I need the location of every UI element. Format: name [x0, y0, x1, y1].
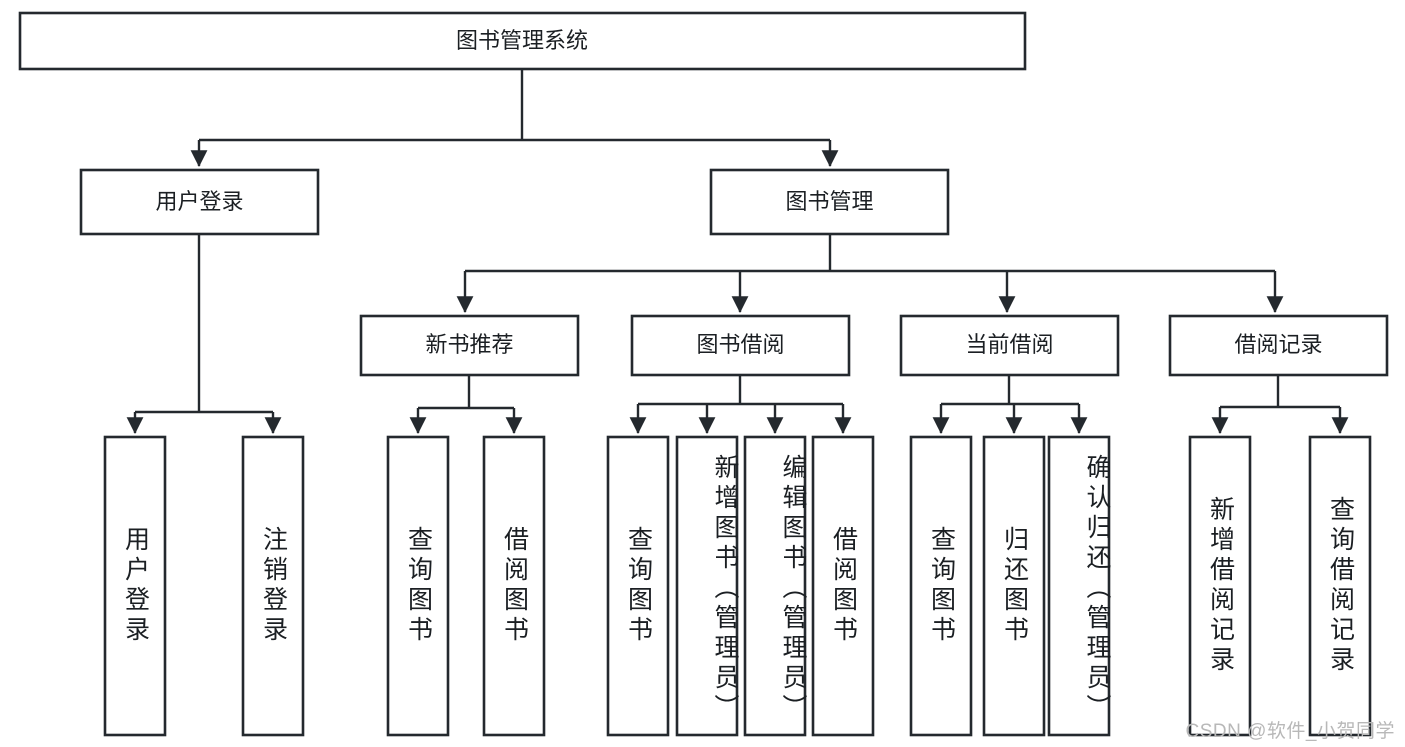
node-user-login-box[interactable] — [79, 168, 320, 236]
node-new-book-rec-box[interactable] — [359, 314, 580, 377]
node-root-box[interactable] — [18, 11, 1027, 71]
node-leaf-edit-book-box[interactable] — [743, 435, 807, 737]
connector-layer — [126, 69, 1349, 435]
node-book-borrow-label: 图书借阅 — [696, 332, 784, 357]
node-new-book-rec-label: 新书推荐 — [425, 332, 513, 357]
node-leaf-logout-box[interactable] — [241, 435, 305, 737]
node-root-label: 图书管理系统 — [456, 28, 588, 53]
node-user-login-label: 用户登录 — [155, 189, 243, 214]
node-leaf-borrow-book-1-box[interactable] — [482, 435, 546, 737]
node-leaf-query-book-3-box[interactable] — [909, 435, 973, 737]
node-book-manage-box[interactable] — [709, 168, 950, 236]
node-root[interactable]: 图书管理系统 — [18, 11, 1027, 71]
node-book-borrow-box[interactable] — [630, 314, 851, 377]
node-leaf-add-record-box[interactable] — [1188, 435, 1252, 737]
node-borrow-record[interactable]: 借阅记录 — [1168, 314, 1389, 377]
node-current-borrow-box[interactable] — [899, 314, 1120, 377]
node-user-login[interactable]: 用户登录 — [79, 168, 320, 236]
node-book-manage-label: 图书管理 — [785, 189, 873, 214]
node-new-book-rec[interactable]: 新书推荐 — [359, 314, 580, 377]
node-leaf-query-book-2-box[interactable] — [606, 435, 670, 737]
leaf-box-layer[interactable] — [103, 435, 1372, 737]
node-borrow-record-box[interactable] — [1168, 314, 1389, 377]
node-leaf-add-book-box[interactable] — [675, 435, 739, 737]
node-current-borrow-label: 当前借阅 — [965, 332, 1053, 357]
node-borrow-record-label: 借阅记录 — [1234, 332, 1322, 357]
node-leaf-return-book-box[interactable] — [982, 435, 1046, 737]
node-leaf-borrow-book-2-box[interactable] — [811, 435, 875, 737]
node-current-borrow[interactable]: 当前借阅 — [899, 314, 1120, 377]
node-leaf-user-login-box[interactable] — [103, 435, 167, 737]
node-leaf-query-record-box[interactable] — [1308, 435, 1372, 737]
csdn-watermark: CSDN @软件_小贺同学 — [1185, 721, 1395, 742]
node-book-manage[interactable]: 图书管理 — [709, 168, 950, 236]
node-leaf-query-book-1-box[interactable] — [386, 435, 450, 737]
node-book-borrow[interactable]: 图书借阅 — [630, 314, 851, 377]
node-leaf-confirm-return-box[interactable] — [1047, 435, 1111, 737]
